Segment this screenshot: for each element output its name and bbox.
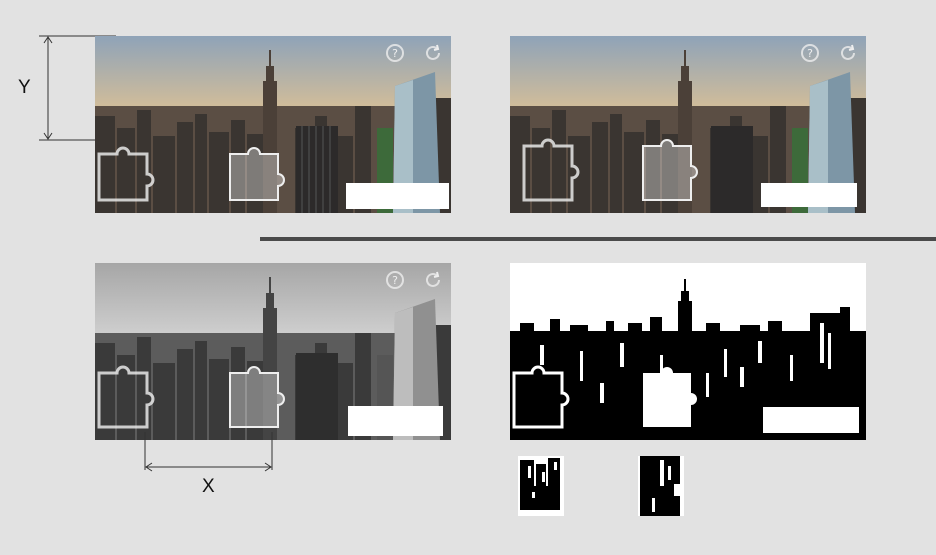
refresh-icon[interactable] [838, 43, 858, 63]
answer-box [348, 406, 443, 436]
crop-piece-left [518, 456, 564, 516]
crop-piece-right [638, 456, 684, 516]
help-icon[interactable]: ? [385, 43, 405, 63]
answer-box [763, 407, 859, 433]
help-icon[interactable]: ? [800, 43, 820, 63]
svg-text:?: ? [392, 47, 398, 60]
y-label: Y [18, 77, 31, 98]
captcha-panel-color-1: ? [95, 36, 451, 213]
captcha-panel-color-2: ? [510, 36, 866, 213]
help-icon[interactable]: ? [385, 270, 405, 290]
captcha-panel-binary [510, 263, 866, 440]
svg-text:?: ? [807, 47, 813, 60]
refresh-icon[interactable] [423, 43, 443, 63]
captcha-panel-grayscale: ? [95, 263, 451, 440]
answer-box [346, 183, 449, 209]
svg-text:?: ? [392, 274, 398, 287]
x-dimension-arrow [144, 432, 273, 472]
divider-line [260, 237, 936, 241]
answer-box [761, 183, 857, 207]
x-label: X [202, 476, 215, 497]
refresh-icon[interactable] [423, 270, 443, 290]
